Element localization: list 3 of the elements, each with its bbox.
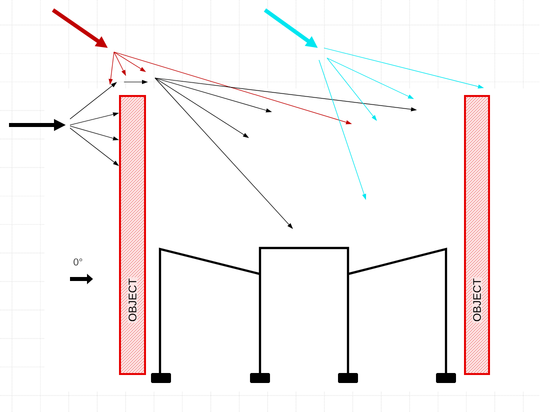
angle-label: 0° xyxy=(74,258,82,266)
object-wall: OBJECT xyxy=(128,277,138,323)
object-wall: OBJECT xyxy=(472,277,482,323)
